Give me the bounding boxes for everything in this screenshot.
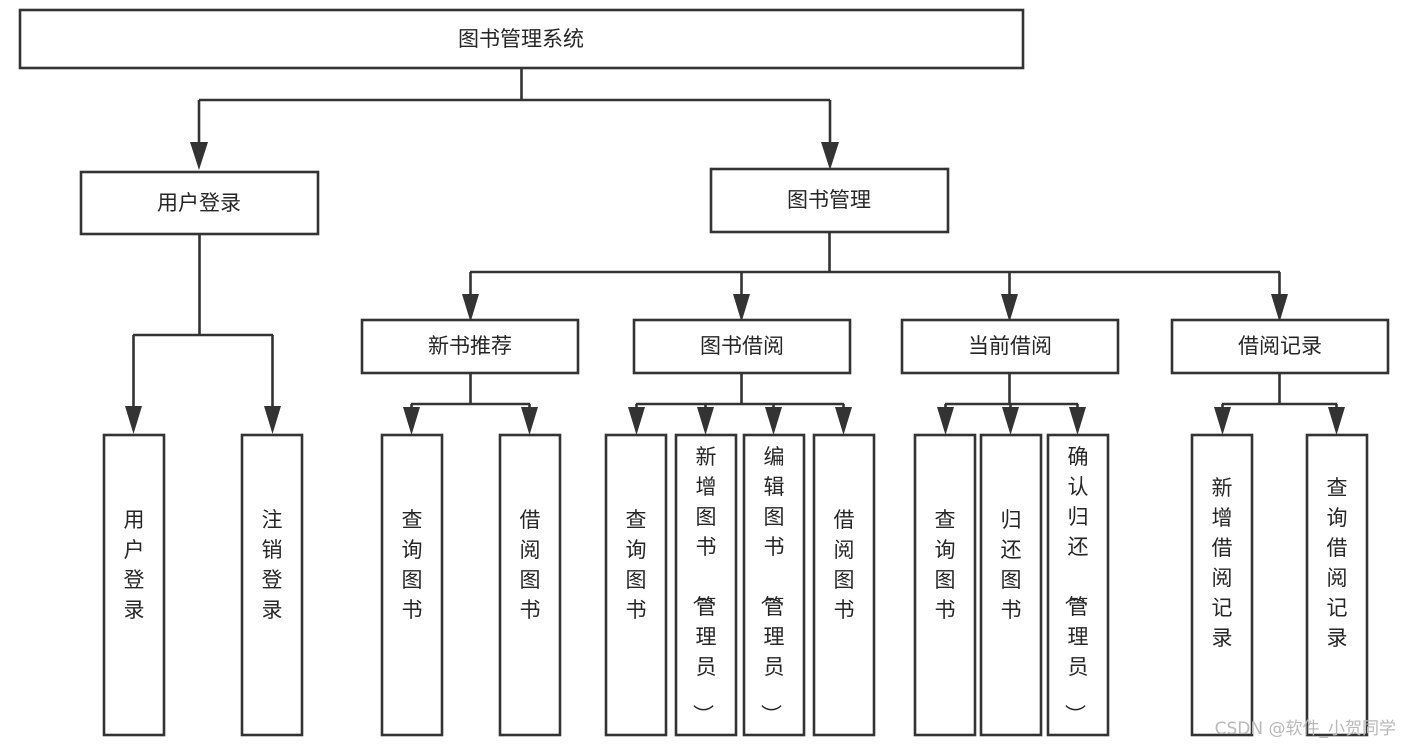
- leaf-node[interactable]: 查询图书: [380, 433, 444, 737]
- leaf-borrow-add-label: 新增图书（管理员）: [691, 445, 717, 725]
- leaf-logout-label: 注销登录: [262, 508, 283, 622]
- leaf-record-add-box[interactable]: [1190, 433, 1254, 737]
- node-borrow-record-label: 借阅记录: [1238, 334, 1322, 358]
- node-borrow-record[interactable]: 借阅记录: [1170, 318, 1390, 375]
- leaf-node[interactable]: 用户登录: [102, 433, 166, 737]
- leaf-node[interactable]: 查询借阅记录: [1305, 433, 1369, 737]
- leaf-node[interactable]: 新增图书（管理员）: [674, 433, 738, 737]
- leaf-current-return-box[interactable]: [979, 433, 1043, 737]
- leaf-current-return-label: 归还图书: [1001, 508, 1022, 622]
- node-book-borrow-box[interactable]: [632, 318, 852, 375]
- watermark-label: CSDN @软件_小贺同学: [1215, 719, 1396, 739]
- leaf-borrow-query-box[interactable]: [604, 433, 668, 737]
- leaf-borrow-edit-box[interactable]: [742, 433, 806, 737]
- node-new-book-recommend-box[interactable]: [360, 318, 580, 375]
- arrow-manage-child-2-icon: [733, 294, 750, 322]
- node-book-manage-label: 图书管理: [787, 188, 871, 212]
- leaf-current-confirm-box[interactable]: [1046, 433, 1110, 737]
- arrow-manage-child-1-icon: [462, 294, 479, 322]
- leaf-node[interactable]: 借阅图书: [812, 433, 876, 737]
- leaf-node[interactable]: 确认归还（管理员）: [1046, 433, 1110, 737]
- arrow-login-child-2-icon: [264, 406, 281, 434]
- node-user-login-label: 用户登录: [157, 191, 241, 215]
- leaf-node[interactable]: 新增借阅记录: [1190, 433, 1254, 737]
- leaf-borrow-do-label: 借阅图书: [834, 508, 855, 622]
- leaf-record-query-box[interactable]: [1305, 433, 1369, 737]
- node-root-box[interactable]: [18, 8, 1025, 70]
- leaf-node[interactable]: 查询图书: [913, 433, 977, 737]
- node-user-login[interactable]: 用户登录: [79, 170, 320, 236]
- leaf-borrow-add-box[interactable]: [674, 433, 738, 737]
- arrow-borrow-child-3-icon: [765, 407, 782, 435]
- leaf-node[interactable]: 注销登录: [240, 433, 304, 737]
- connector-group-root: [190, 68, 839, 170]
- arrow-newbook-child-2-icon: [521, 407, 538, 435]
- node-user-login-box[interactable]: [79, 170, 320, 236]
- leaf-current-confirm-label: 确认归还（管理员）: [1063, 445, 1089, 725]
- arrow-current-child-1-icon: [937, 407, 954, 435]
- connector-group-user-login: [125, 234, 281, 434]
- connector-group-current: [937, 373, 1086, 435]
- arrow-current-child-3-icon: [1069, 407, 1086, 435]
- leaf-node[interactable]: 查询图书: [604, 433, 668, 737]
- connector-group-record: [1214, 373, 1345, 435]
- arrow-borrow-child-1-icon: [628, 407, 645, 435]
- leaf-node[interactable]: 借阅图书: [498, 433, 562, 737]
- arrow-login-child-1-icon: [125, 406, 142, 434]
- leaf-newbook-query-label: 查询图书: [402, 508, 423, 622]
- arrow-newbook-child-1-icon: [403, 407, 420, 435]
- node-book-borrow-label: 图书借阅: [700, 334, 784, 358]
- node-current-borrow-label: 当前借阅: [968, 334, 1052, 358]
- node-new-book-recommend[interactable]: 新书推荐: [360, 318, 580, 375]
- leaf-record-query-label: 查询借阅记录: [1327, 476, 1348, 650]
- arrow-record-child-2-icon: [1328, 407, 1345, 435]
- node-book-manage[interactable]: 图书管理: [709, 167, 950, 234]
- arrow-manage-child-3-icon: [1001, 294, 1018, 322]
- node-book-borrow[interactable]: 图书借阅: [632, 318, 852, 375]
- arrow-record-child-1-icon: [1214, 407, 1231, 435]
- leaf-user-login-box[interactable]: [102, 433, 166, 737]
- leaf-node[interactable]: 编辑图书（管理员）: [742, 433, 806, 737]
- leaf-newbook-query-box[interactable]: [380, 433, 444, 737]
- node-root[interactable]: 图书管理系统: [18, 8, 1025, 70]
- arrow-current-child-2-icon: [1002, 407, 1019, 435]
- arrow-root-to-manage-icon: [821, 142, 839, 170]
- connector-group-borrow: [628, 373, 852, 435]
- leaf-current-query-label: 查询图书: [935, 508, 956, 622]
- node-current-borrow-box[interactable]: [900, 318, 1120, 375]
- node-borrow-record-box[interactable]: [1170, 318, 1390, 375]
- connector-group-new-book: [403, 373, 538, 435]
- arrow-manage-child-4-icon: [1271, 294, 1288, 322]
- leaf-newbook-borrow-box[interactable]: [498, 433, 562, 737]
- arrow-borrow-child-2-icon: [697, 407, 714, 435]
- leaf-user-login-label: 用户登录: [124, 508, 145, 622]
- leaf-current-query-box[interactable]: [913, 433, 977, 737]
- node-root-label: 图书管理系统: [458, 27, 584, 51]
- leaf-borrow-do-box[interactable]: [812, 433, 876, 737]
- node-new-book-recommend-label: 新书推荐: [428, 334, 512, 358]
- leaf-newbook-borrow-label: 借阅图书: [520, 508, 541, 622]
- arrow-borrow-child-4-icon: [835, 407, 852, 435]
- leaf-logout-box[interactable]: [240, 433, 304, 737]
- leaf-borrow-query-label: 查询图书: [626, 508, 647, 622]
- connector-group-book-manage: [462, 232, 1288, 322]
- node-current-borrow[interactable]: 当前借阅: [900, 318, 1120, 375]
- arrow-root-to-login-icon: [190, 142, 208, 170]
- leaf-record-add-label: 新增借阅记录: [1212, 476, 1233, 650]
- node-book-manage-box[interactable]: [709, 167, 950, 234]
- leaf-borrow-edit-label: 编辑图书（管理员）: [759, 445, 785, 725]
- leaf-node[interactable]: 归还图书: [979, 433, 1043, 737]
